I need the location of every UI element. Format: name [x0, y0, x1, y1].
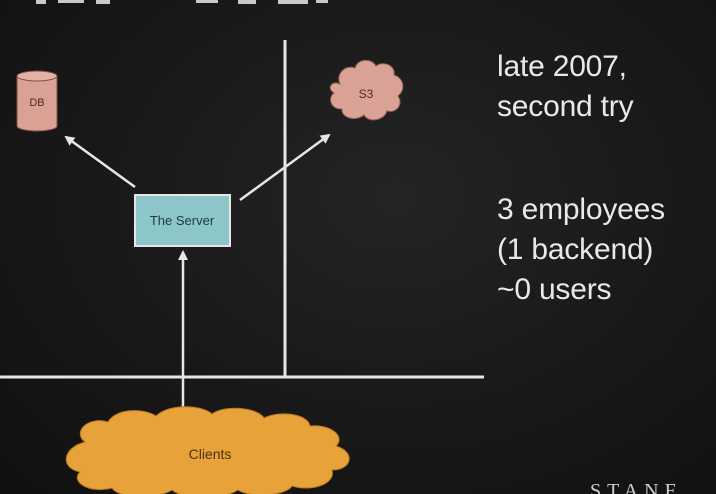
server-label: The Server [150, 213, 215, 228]
stats-line-employees: 3 employees [497, 193, 665, 226]
caption-line: late 2007, [497, 50, 627, 83]
s3-label: S3 [359, 87, 374, 101]
timeline-caption: late 2007, second try [497, 47, 634, 127]
caption-line: second try [497, 90, 634, 123]
db-cylinder-shape [16, 75, 58, 132]
s3-cloud-shape [329, 59, 404, 121]
server-box [134, 194, 231, 247]
arrow-server-to-db [64, 135, 136, 189]
stats-line-users: ~0 users [497, 273, 612, 306]
clients-node: Clients [65, 406, 350, 494]
team-stats: 3 employees (1 backend) ~0 users [497, 190, 665, 310]
clients-label: Clients [189, 446, 232, 462]
server-node: The Server [134, 194, 231, 247]
watermark-text: STANF [590, 480, 682, 494]
db-cylinder-top [16, 70, 58, 82]
stats-line-backend: (1 backend) [497, 233, 654, 266]
db-label: DB [29, 97, 44, 109]
clients-cloud-shape [65, 406, 350, 494]
db-node: DB [16, 70, 58, 132]
cropped-title-fragment [36, 0, 328, 4]
arrow-server-to-s3 [239, 133, 331, 202]
s3-node: S3 [329, 59, 404, 121]
